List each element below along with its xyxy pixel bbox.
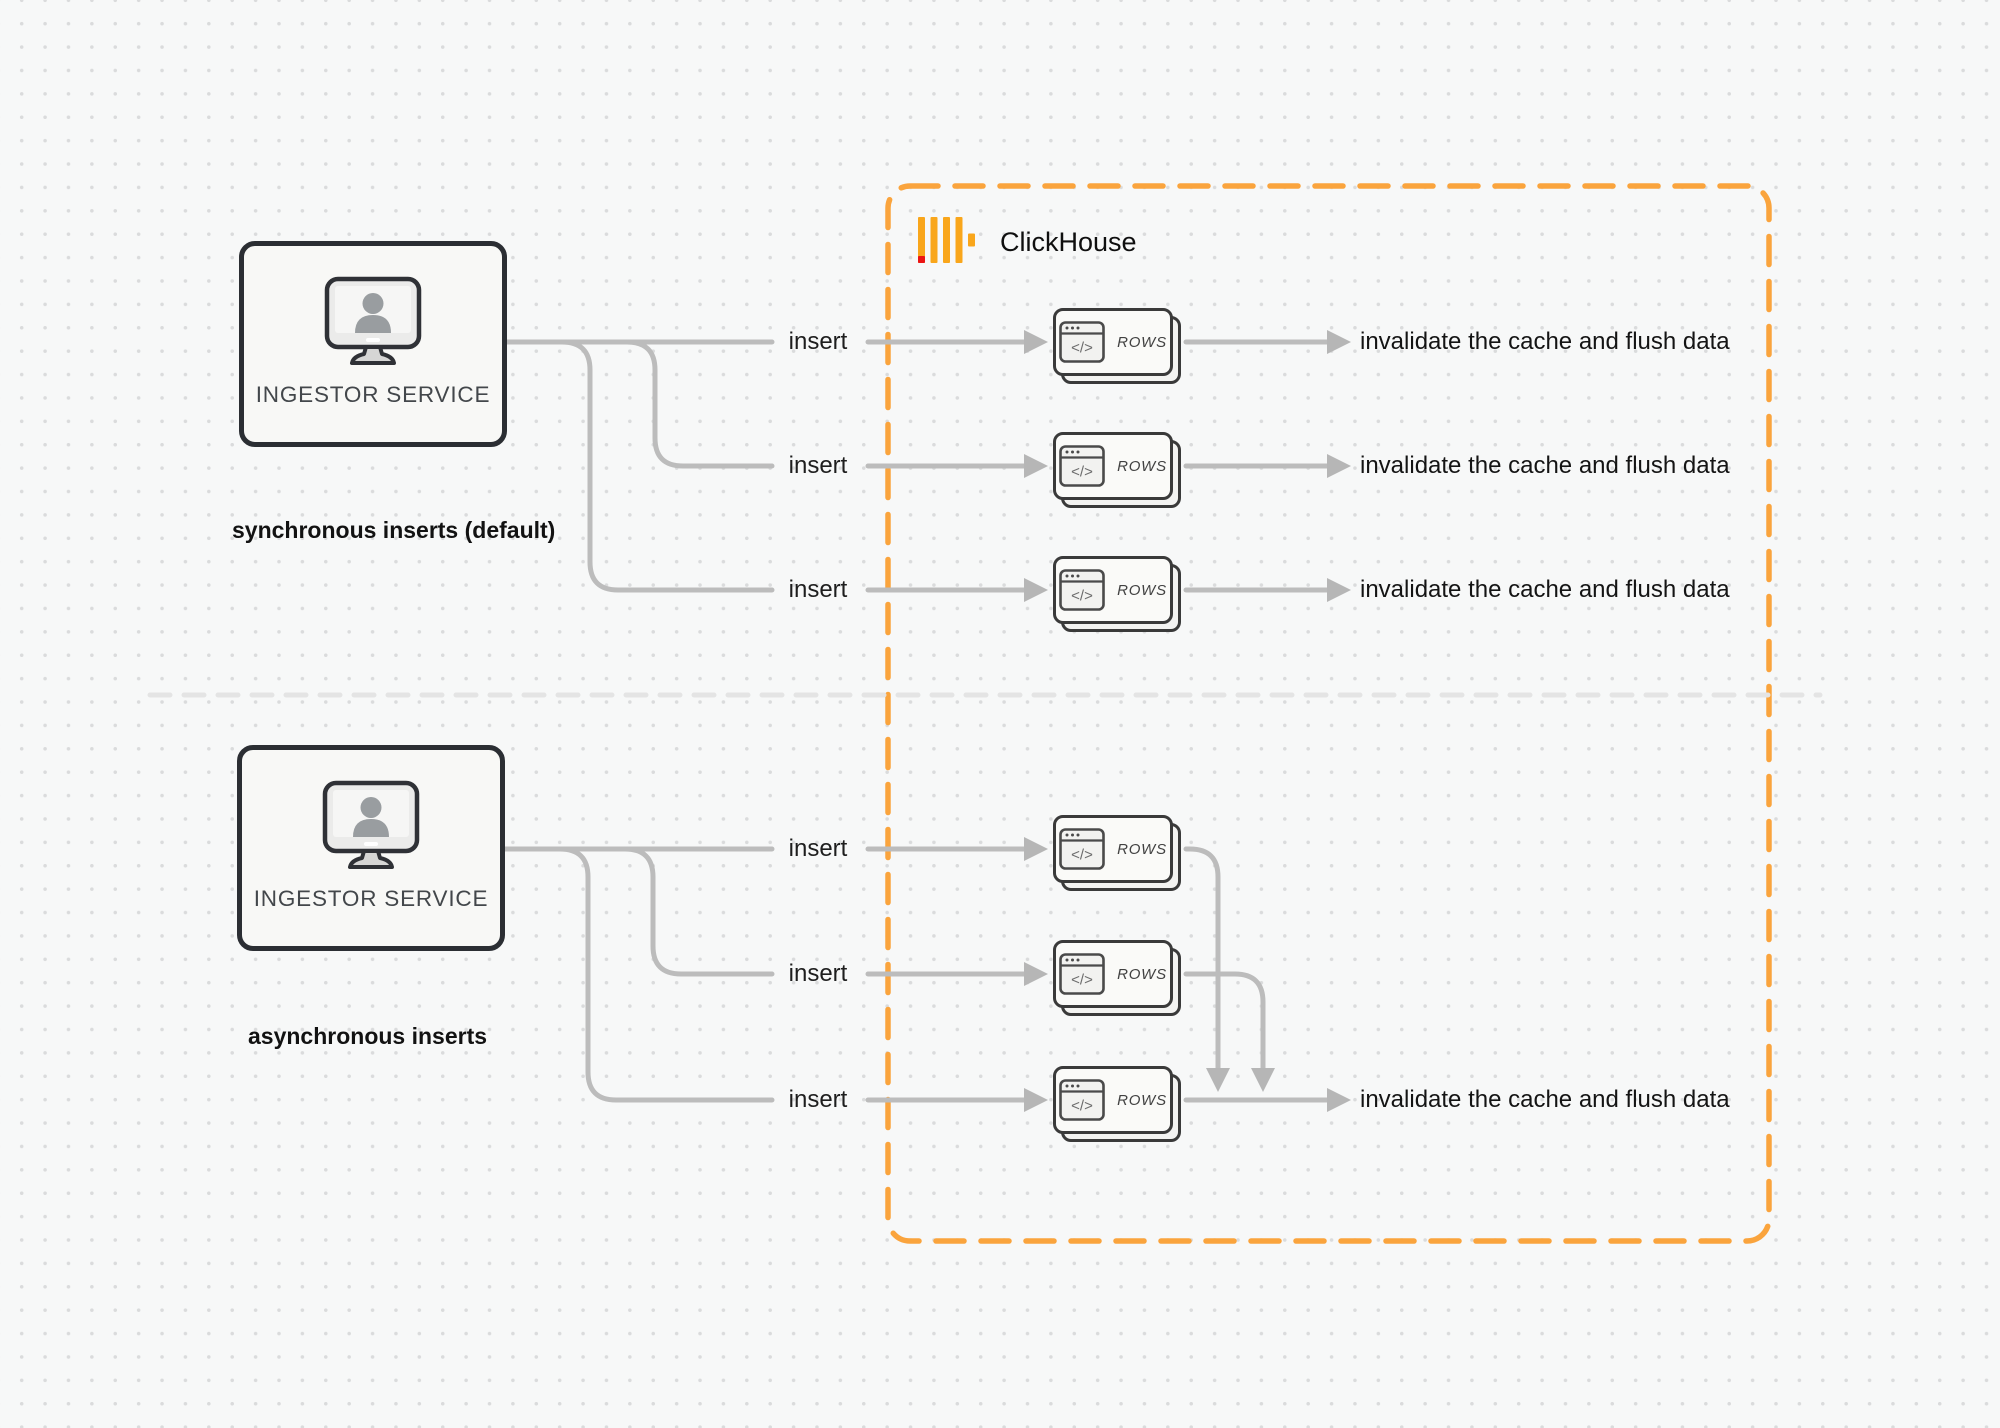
rows-card-label: ROWS: [1117, 840, 1167, 858]
async-merge-row1: [1183, 846, 1221, 1071]
rows-card-label: ROWS: [1117, 965, 1167, 983]
monitor-user-icon: [322, 780, 420, 872]
arrowhead-icon: [1327, 1088, 1351, 1112]
clickhouse-lockup: ClickHouse: [918, 214, 1137, 266]
ingestor-service-box-async: INGESTOR SERVICE: [237, 745, 505, 951]
arrowhead-icon: [1024, 962, 1048, 986]
arrowhead-icon: [1327, 454, 1351, 478]
insert-label: insert: [788, 960, 848, 987]
browser-code-icon: </>: [1059, 1079, 1105, 1121]
arrowhead-icon: [1024, 1088, 1048, 1112]
svg-text:</>: </>: [1071, 972, 1093, 989]
arrowhead-icon: [1024, 330, 1048, 354]
output-label: invalidate the cache and flush data: [1360, 452, 1730, 479]
insert-label: insert: [788, 576, 848, 603]
connector-lines: [502, 339, 1331, 1103]
monitor-user-icon: [324, 276, 422, 368]
async-branch-row3: [557, 846, 775, 1103]
browser-code-icon: </>: [1059, 953, 1105, 995]
ingestor-service-label: INGESTOR SERVICE: [253, 886, 489, 911]
clickhouse-cluster-border: [885, 183, 1772, 1244]
arrowheads: [1024, 330, 1351, 1112]
ingestor-service-label: INGESTOR SERVICE: [255, 382, 491, 407]
arrowhead-icon: [1024, 454, 1048, 478]
sync-branch-row2: [624, 339, 775, 469]
sync-branch-row3: [559, 339, 775, 593]
insert-label: insert: [788, 835, 848, 862]
svg-text:</>: </>: [1071, 464, 1093, 481]
rows-card: </> ROWS: [1053, 940, 1181, 1016]
arrowhead-icon: [1327, 578, 1351, 602]
arrowhead-icon: [1024, 837, 1048, 861]
arrowhead-down-icon: [1206, 1068, 1230, 1092]
rows-card: </> ROWS: [1053, 815, 1181, 891]
rows-card-label: ROWS: [1117, 1091, 1167, 1109]
svg-text:</>: </>: [1071, 340, 1093, 357]
svg-text:</>: </>: [1071, 1098, 1093, 1115]
sync-section-caption: synchronous inserts (default): [232, 517, 556, 543]
output-label: invalidate the cache and flush data: [1360, 1086, 1730, 1113]
async-merge-row2: [1183, 971, 1266, 1071]
browser-code-icon: </>: [1059, 828, 1105, 870]
rows-card: </> ROWS: [1053, 308, 1181, 384]
rows-card-label: ROWS: [1117, 457, 1167, 475]
rows-card-label: ROWS: [1117, 333, 1167, 351]
svg-text:</>: </>: [1071, 847, 1093, 864]
rows-card: </> ROWS: [1053, 432, 1181, 508]
insert-label: insert: [788, 328, 848, 355]
rows-card: </> ROWS: [1053, 556, 1181, 632]
insert-label: insert: [788, 452, 848, 479]
output-label: invalidate the cache and flush data: [1360, 576, 1730, 603]
rows-card: </> ROWS: [1053, 1066, 1181, 1142]
ingestor-service-box-sync: INGESTOR SERVICE: [239, 241, 507, 447]
browser-code-icon: </>: [1059, 569, 1105, 611]
output-label: invalidate the cache and flush data: [1360, 328, 1730, 355]
async-section-caption: asynchronous inserts: [248, 1023, 488, 1049]
clickhouse-label: ClickHouse: [1000, 226, 1137, 257]
browser-code-icon: </>: [1059, 445, 1105, 487]
async-branch-row2: [622, 846, 775, 977]
arrowhead-icon: [1327, 330, 1351, 354]
rows-card-label: ROWS: [1117, 581, 1167, 599]
insert-label: insert: [788, 1086, 848, 1113]
arrowhead-down-icon: [1251, 1068, 1275, 1092]
browser-code-icon: </>: [1059, 321, 1105, 363]
arrowhead-icon: [1024, 578, 1048, 602]
svg-text:</>: </>: [1071, 588, 1093, 605]
clickhouse-logo-icon: [918, 217, 975, 263]
